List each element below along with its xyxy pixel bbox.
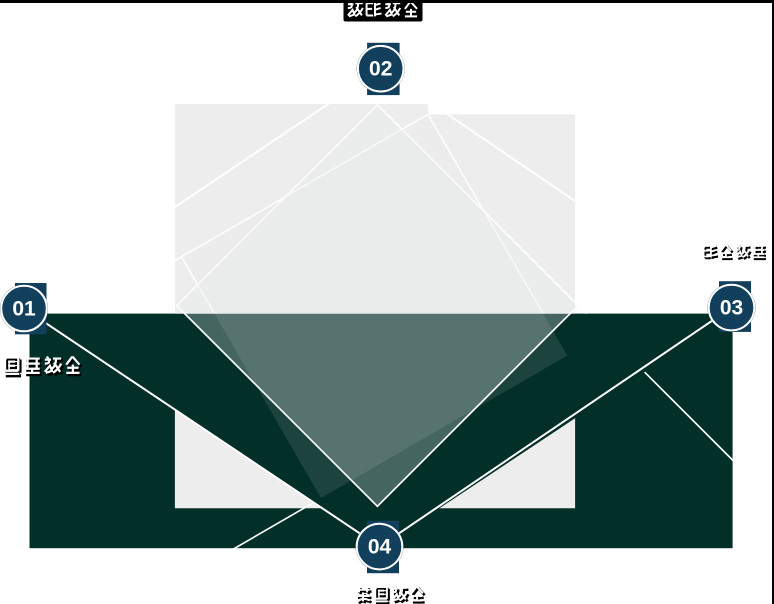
svg-text:01: 01 bbox=[12, 297, 36, 320]
svg-text:03: 03 bbox=[720, 297, 743, 320]
svg-text:04: 04 bbox=[368, 536, 392, 559]
svg-text:02: 02 bbox=[369, 58, 392, 81]
